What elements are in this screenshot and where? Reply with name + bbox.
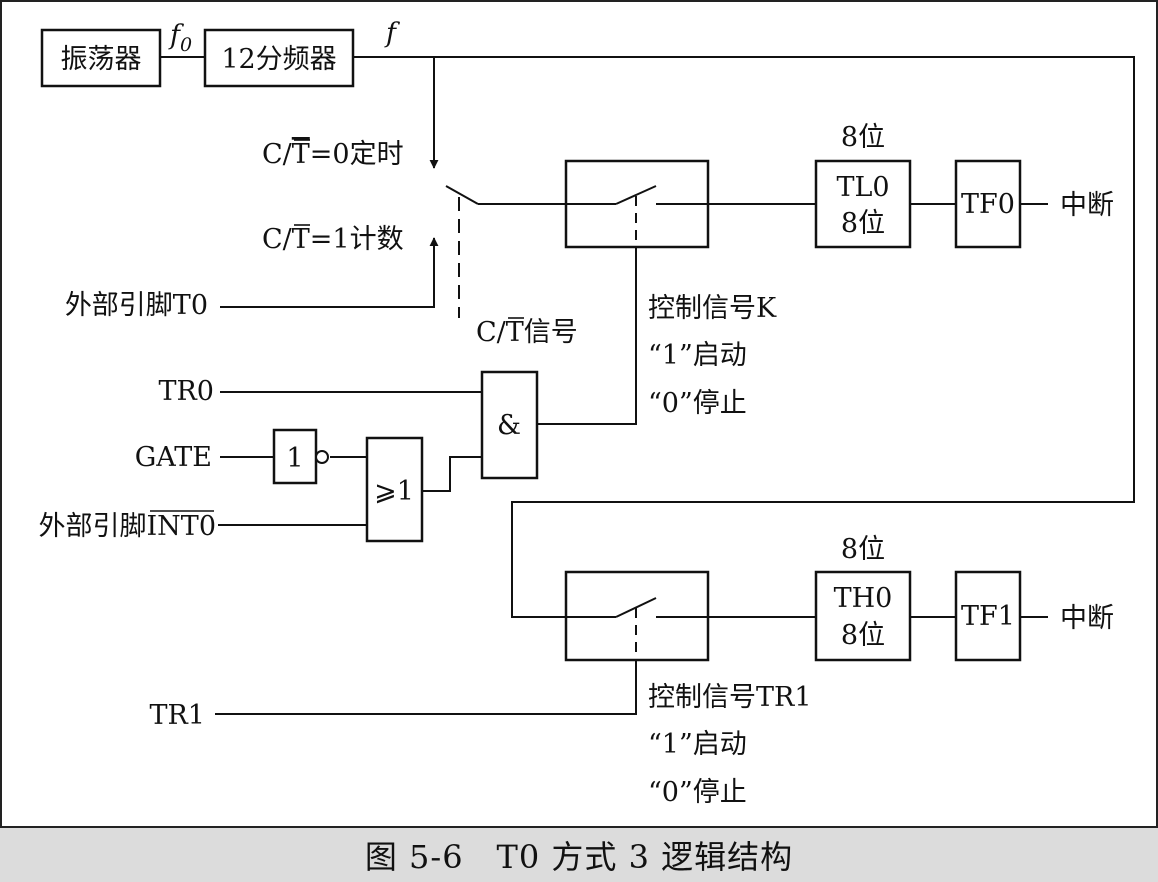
- ctrl-k-start: “1”启动: [648, 340, 747, 371]
- divider-block: 12分频器: [203, 28, 355, 88]
- ctrl-k-title: 控制信号K: [648, 293, 777, 324]
- wire-t0-to-switch: [220, 237, 439, 308]
- wire-and-to-ctrl-switch: [537, 220, 637, 425]
- divider-label: 12分频器: [221, 44, 336, 75]
- mode-switch: [445, 185, 479, 318]
- control-box-upper: [564, 159, 710, 249]
- f-label: f: [384, 18, 400, 49]
- caption-bar: 图 5-6 T0 方式 3 逻辑结构: [0, 826, 1158, 882]
- gate-label: GATE: [135, 442, 212, 473]
- logic-diagram: 振荡器 12分频器 TL0 8位 TF0 & 1 ⩾1: [0, 0, 1158, 826]
- control-box-lower: [564, 570, 710, 662]
- or-gate-label: ⩾1: [374, 476, 414, 507]
- and-gate: &: [480, 370, 539, 480]
- th0-width: 8位: [841, 620, 885, 651]
- bits8-lower-label: 8位: [841, 534, 885, 565]
- ctrl-k-stop: “0”停止: [648, 388, 747, 419]
- not-gate: 1: [272, 428, 329, 485]
- mode-counter-label: C/T=1计数: [262, 224, 404, 255]
- tl0-width: 8位: [841, 208, 885, 239]
- ctrl-tr1-title: 控制信号TR1: [648, 682, 812, 713]
- ct-signal-label: C/T信号: [476, 317, 578, 348]
- oscillator-label: 振荡器: [61, 44, 142, 75]
- mode-timer-label: C/T=0定时: [262, 139, 404, 170]
- and-gate-label: &: [497, 410, 521, 441]
- ctrl-tr1-stop: “0”停止: [648, 777, 747, 808]
- th0-name: TH0: [834, 583, 893, 614]
- tr0-label: TR0: [158, 376, 214, 407]
- ext-int0-label: 外部引脚INT0: [39, 511, 216, 542]
- bits8-upper-label: 8位: [841, 122, 885, 153]
- tf0-label: TF0: [961, 189, 1015, 220]
- wire-or-to-and: [422, 456, 482, 492]
- tr1-label: TR1: [149, 700, 205, 731]
- th0-register: TH0 8位: [814, 570, 912, 662]
- tf1-label: TF1: [961, 601, 1015, 632]
- figure-caption: 图 5-6 T0 方式 3 逻辑结构: [364, 838, 794, 876]
- interrupt-lower-label: 中断: [1060, 603, 1114, 634]
- tl0-register: TL0 8位: [814, 159, 912, 249]
- mode-switch-blade: [445, 185, 479, 205]
- f0-label: f0: [168, 20, 192, 56]
- or-gate: ⩾1: [365, 436, 424, 543]
- oscillator-block: 振荡器: [40, 28, 162, 88]
- ext-t0-label: 外部引脚T0: [65, 290, 208, 321]
- wires: [160, 56, 1135, 715]
- tl0-name: TL0: [836, 172, 889, 203]
- interrupt-upper-label: 中断: [1060, 190, 1114, 221]
- wire-f-bus: [353, 56, 1135, 618]
- tf0-flag: TF0: [954, 159, 1022, 249]
- ctrl-tr1-start: “1”启动: [648, 729, 747, 760]
- figure-frame: [0, 0, 1158, 826]
- not-gate-label: 1: [286, 443, 303, 474]
- tf1-flag: TF1: [954, 570, 1022, 662]
